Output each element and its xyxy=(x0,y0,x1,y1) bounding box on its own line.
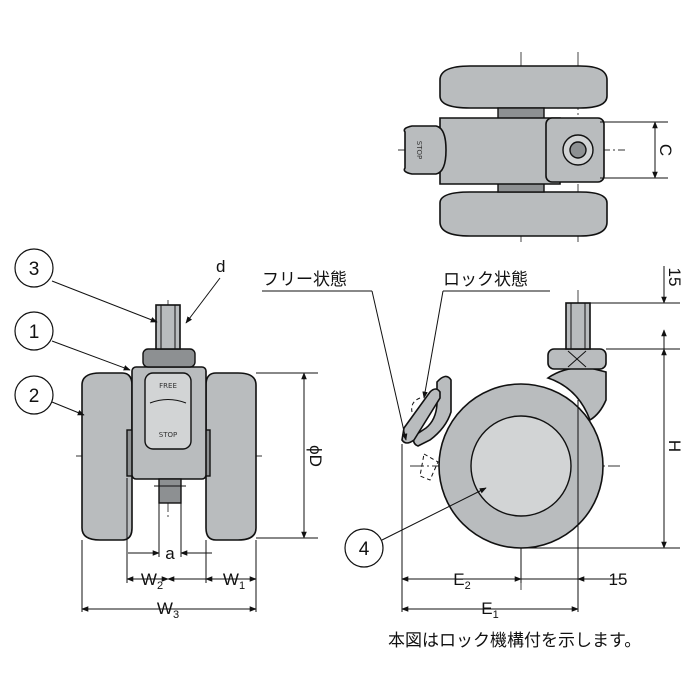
top-pedal-text: STOP xyxy=(415,141,423,159)
lock-state-label: ロック状態 xyxy=(443,270,528,290)
pedal-stop-text: STOP xyxy=(159,431,177,439)
top-stem-bolt xyxy=(569,141,587,159)
callout-4 xyxy=(344,528,384,568)
top-wheel-upper xyxy=(439,65,608,109)
side-wheel-hub xyxy=(470,415,572,517)
dim-phiD-label: ϕD xyxy=(306,445,325,467)
front-nut xyxy=(142,348,196,368)
front-stem xyxy=(155,304,181,350)
callout-1: 1 xyxy=(14,311,131,371)
note-text: 本図はロック機構付を示します。 xyxy=(388,631,641,651)
dim-E2-label: E2 xyxy=(453,570,470,592)
top-view: STOP C xyxy=(398,52,675,245)
dim-right-15-label: 15 xyxy=(609,570,628,589)
front-wheel-right xyxy=(205,372,257,541)
dim-a-label: a xyxy=(165,544,175,563)
dim-d-label: d xyxy=(216,257,225,276)
front-pedal xyxy=(144,372,192,450)
callout-3: 3 xyxy=(14,248,158,323)
side-stem xyxy=(565,302,591,350)
free-state-label: フリー状態 xyxy=(262,270,347,290)
pedal-free-text: FREE xyxy=(159,382,177,390)
side-view: 4 フリー状態 ロック状態 15 H E2 15 E1 xyxy=(262,266,684,621)
front-wheel-left xyxy=(81,372,133,541)
side-lock-pedal xyxy=(412,375,452,447)
dim-W3-label: W3 xyxy=(157,599,179,621)
top-pedal xyxy=(403,125,447,175)
front-bottom-bolt xyxy=(158,478,182,504)
dim-E1-label: E1 xyxy=(481,599,498,621)
front-view: FREE STOP d ϕD a W2 W1 xyxy=(76,257,325,621)
svg-text:2: 2 xyxy=(29,386,40,407)
svg-text:1: 1 xyxy=(29,322,40,343)
dim-top-15-label: 15 xyxy=(665,268,684,287)
dim-W2-label: W2 xyxy=(141,570,163,592)
callout-2: 2 xyxy=(14,375,85,416)
dim-H-label: H xyxy=(665,440,684,452)
top-housing xyxy=(439,117,561,185)
svg-text:3: 3 xyxy=(29,259,40,280)
dim-W1-label: W1 xyxy=(223,570,245,592)
top-wheel-lower xyxy=(439,191,608,237)
callout-4-label: 4 xyxy=(359,539,370,560)
side-free-pedal xyxy=(401,388,441,444)
dim-C-label: C xyxy=(656,144,675,156)
